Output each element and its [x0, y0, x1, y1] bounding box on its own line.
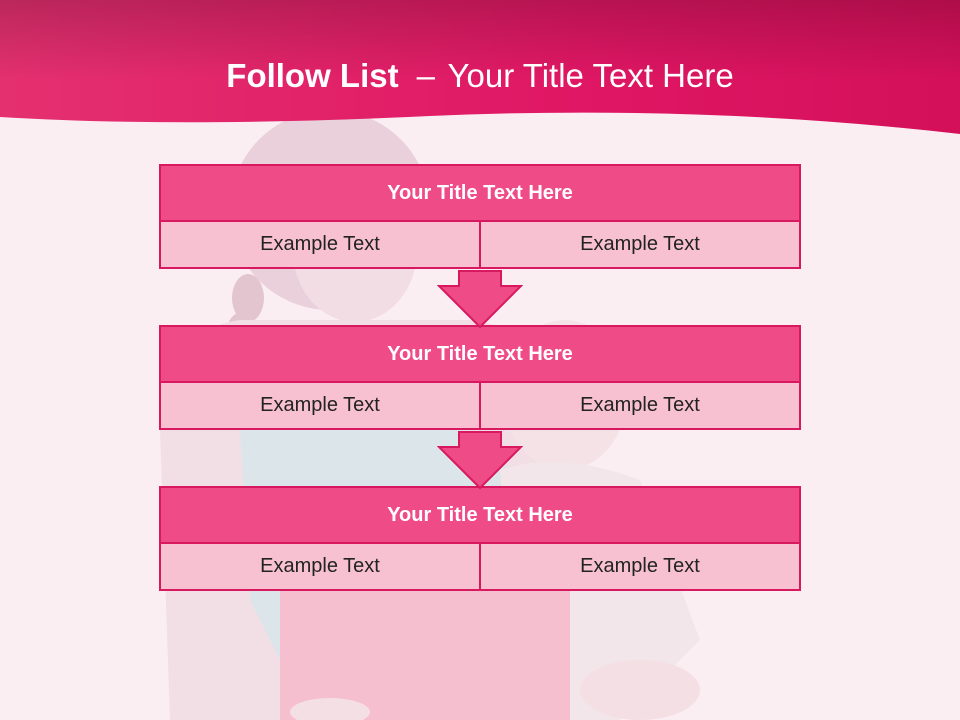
down-arrow-icon: [437, 270, 523, 328]
slide-title: Follow List– Your Title Text Here: [0, 52, 960, 100]
block-cell-right: Example Text: [479, 542, 801, 591]
block-cell-right: Example Text: [479, 220, 801, 269]
block-title: Your Title Text Here: [159, 325, 801, 383]
title-separator: –: [416, 57, 435, 94]
follow-block-3: Your Title Text Here Example Text Exampl…: [159, 486, 801, 594]
down-arrow-icon: [437, 431, 523, 489]
block-cell-right: Example Text: [479, 381, 801, 430]
block-cell-left: Example Text: [159, 381, 481, 430]
block-cell-left: Example Text: [159, 220, 481, 269]
header-banner: [0, 0, 960, 134]
title-rest: Your Title Text Here: [447, 57, 734, 94]
block-cell-left: Example Text: [159, 542, 481, 591]
block-title: Your Title Text Here: [159, 164, 801, 222]
follow-block-1: Your Title Text Here Example Text Exampl…: [159, 164, 801, 272]
follow-block-2: Your Title Text Here Example Text Exampl…: [159, 325, 801, 433]
block-title: Your Title Text Here: [159, 486, 801, 544]
title-bold: Follow List: [226, 57, 399, 94]
